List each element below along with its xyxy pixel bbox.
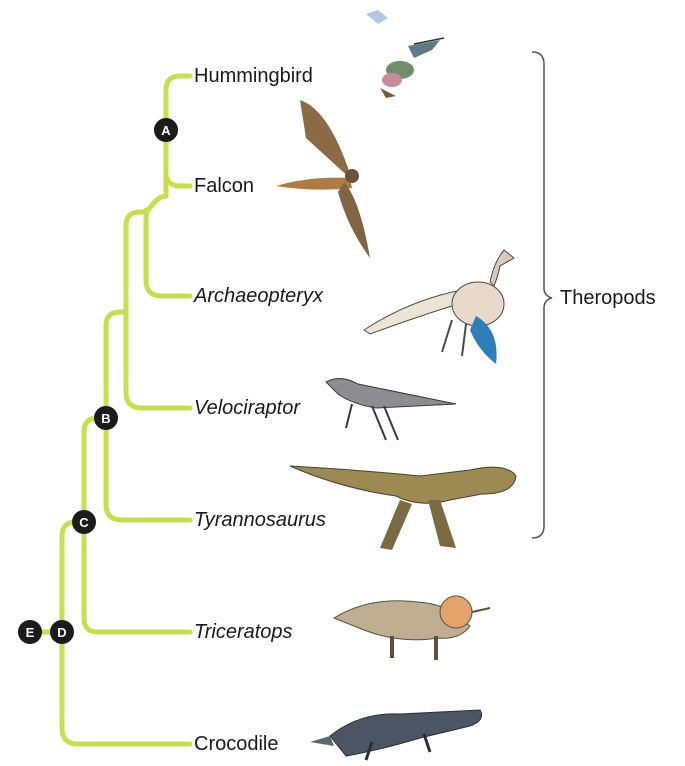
taxon-archaeopteryx: Archaeopteryx xyxy=(194,286,323,306)
falcon-icon xyxy=(276,100,370,258)
branch-B-stem xyxy=(84,418,106,522)
taxon-tyrannosaurus: Tyrannosaurus xyxy=(194,510,326,530)
group-label-theropods: Theropods xyxy=(560,287,656,310)
velociraptor-icon xyxy=(326,378,456,440)
node-D: D xyxy=(50,620,74,644)
branch-to-A xyxy=(146,130,166,222)
archaeopteryx-icon xyxy=(364,250,514,364)
triceratops-icon xyxy=(334,596,490,660)
taxon-hummingbird: Hummingbird xyxy=(194,66,313,86)
branch-avialae-stem xyxy=(106,312,126,418)
crocodile-icon xyxy=(310,710,482,760)
taxon-triceratops: Triceratops xyxy=(194,622,293,642)
branch-crocodile xyxy=(62,632,190,744)
branch-archaeopteryx xyxy=(146,212,190,296)
branch-triceratops xyxy=(84,522,190,632)
tyrannosaurus-icon xyxy=(290,466,516,550)
node-B: B xyxy=(94,406,118,430)
branch-tyrannosaurus xyxy=(106,418,190,520)
hummingbird-icon xyxy=(366,10,444,98)
taxon-crocodile: Crocodile xyxy=(194,734,278,754)
node-C: C xyxy=(72,510,96,534)
taxon-falcon: Falcon xyxy=(194,176,254,196)
theropods-bracket xyxy=(532,52,552,538)
node-A: A xyxy=(154,118,178,142)
taxon-velociraptor: Velociraptor xyxy=(194,398,300,418)
branch-clade-A-stem xyxy=(126,212,146,300)
branch-velociraptor xyxy=(126,300,190,408)
branch-C-stem xyxy=(62,522,84,632)
node-E: E xyxy=(18,620,42,644)
